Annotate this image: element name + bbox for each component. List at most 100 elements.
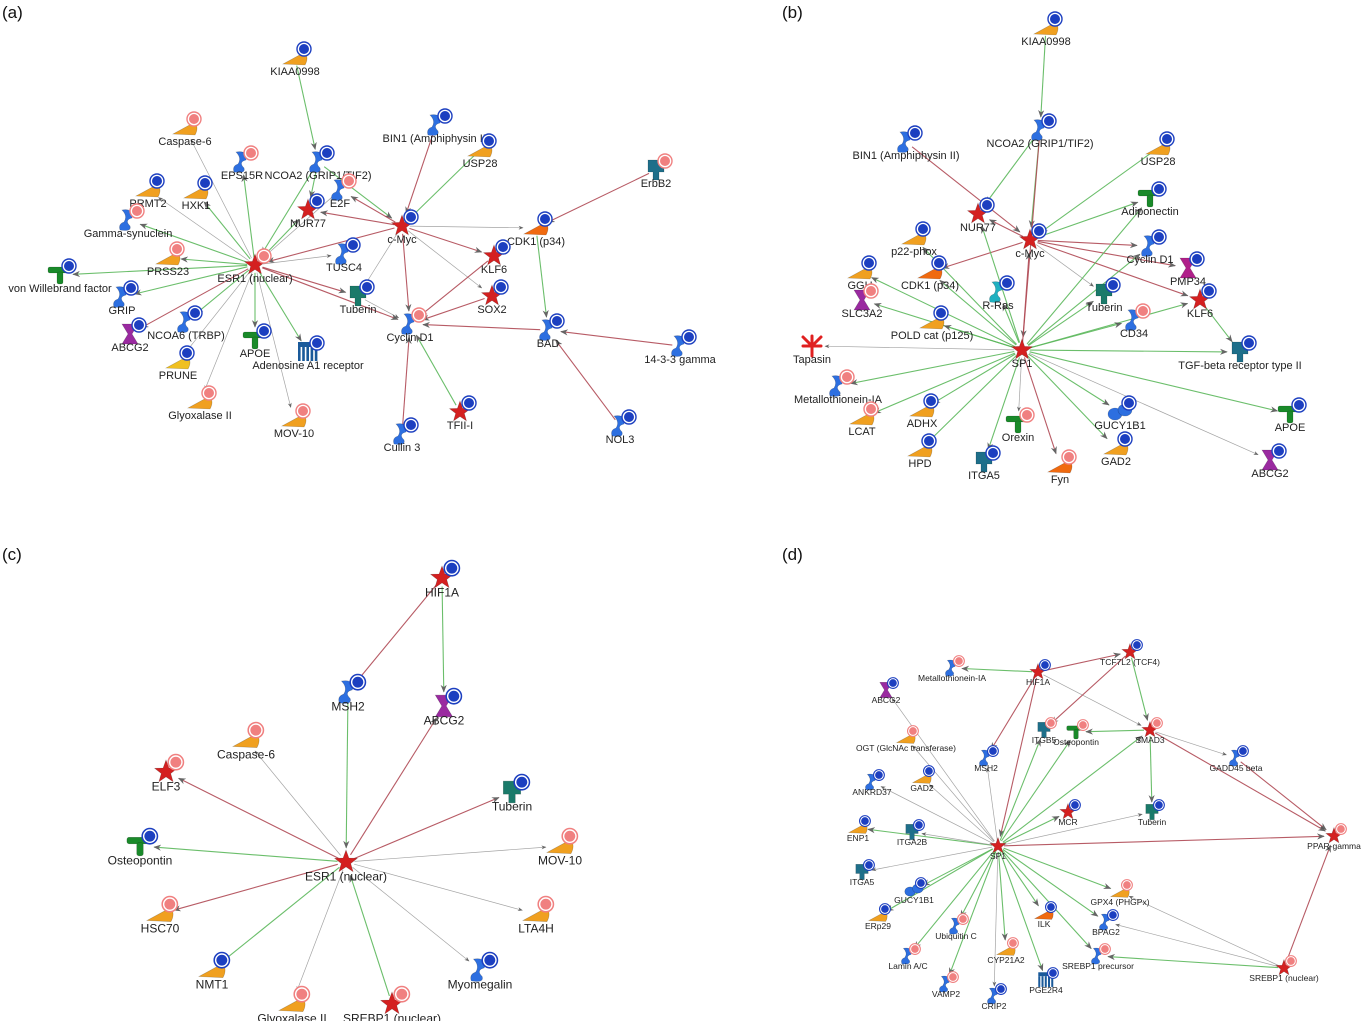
node-a-adenosine[interactable]: Adenosine A1 receptor [252, 335, 364, 372]
node-b-ggh[interactable]: GGH [846, 255, 877, 292]
node-b-orexin[interactable]: Orexin [1002, 407, 1035, 444]
node-a-erbb2[interactable]: ErbB2 [641, 153, 673, 190]
node-b-rras[interactable]: R-Ras [982, 275, 1015, 312]
node-a-klf6[interactable]: KLF6 [481, 239, 511, 276]
node-d-ilk[interactable]: ILK [1033, 901, 1057, 929]
node-a-cyclind1[interactable]: Cyclin D1 [386, 307, 434, 344]
node-b-adiponectin[interactable]: Adiponectin [1121, 181, 1179, 218]
node-a-tuberin[interactable]: Tuberin [340, 279, 377, 316]
node-b-usp28[interactable]: USP28 [1141, 131, 1176, 168]
node-a-bad[interactable]: BAD [537, 313, 565, 350]
node-b-klf6[interactable]: KLF6 [1187, 283, 1217, 320]
node-c-caspase-6[interactable]: Caspase-6 [217, 721, 275, 762]
node-c-mov-10[interactable]: MOV-10 [538, 827, 582, 868]
node-b-kiaa0998[interactable]: KIAA0998 [1021, 11, 1071, 48]
node-a-cmyc[interactable]: c-Myc [387, 209, 419, 246]
node-b-mt1a[interactable]: Metallothionein-IA [794, 369, 883, 406]
node-c-abcg2[interactable]: ABCG2 [424, 687, 465, 728]
node-a-eps15r[interactable]: EPS15R [221, 145, 263, 182]
node-c-esr1[interactable]: ESR1 (nuclear) [305, 849, 387, 884]
node-c-nmt1[interactable]: NMT1 [196, 951, 231, 992]
node-b-lcat[interactable]: LCAT [848, 401, 879, 438]
node-b-tgfb[interactable]: TGF-beta receptor type II [1178, 335, 1302, 372]
node-b-gad2[interactable]: GAD2 [1101, 431, 1133, 468]
node-d-abcg2[interactable]: ABCG2 [872, 677, 901, 705]
node-d-erp29[interactable]: ERp29 [865, 903, 891, 931]
node-d-itgb5[interactable]: ITGB5 [1032, 717, 1057, 745]
node-d-msh2[interactable]: MSH2 [974, 745, 999, 773]
node-d-sp1[interactable]: SP1 [989, 836, 1007, 862]
node-a-sox2[interactable]: SOX2 [477, 279, 509, 316]
node-d-smad3[interactable]: SMAD3 [1135, 717, 1165, 745]
node-d-osteopontin[interactable]: Osteopontin [1053, 719, 1099, 747]
node-b-fyn[interactable]: Fyn [1046, 449, 1077, 486]
node-a-glyoxalaseii[interactable]: Glyoxalase II [168, 385, 232, 422]
node-d-ogt[interactable]: OGT (GlcNAc transferase) [856, 725, 956, 753]
node-d-itga5[interactable]: ITGA5 [850, 859, 875, 887]
node-d-crip2[interactable]: CRIP2 [981, 983, 1007, 1011]
node-a-usp28[interactable]: USP28 [463, 133, 498, 170]
node-d-vamp2[interactable]: VAMP2 [932, 971, 960, 999]
node-b-itga5[interactable]: ITGA5 [968, 445, 1001, 482]
node-b-cdk1[interactable]: CDK1 (p34) [901, 255, 959, 292]
node-a-ncoa6[interactable]: NCOA6 (TRBP) [147, 305, 225, 342]
node-a-nol3[interactable]: NOL3 [606, 409, 637, 446]
node-a-mov-10[interactable]: MOV-10 [274, 403, 314, 440]
node-d-srebp1n[interactable]: SREBP1 (nuclear) [1249, 955, 1319, 983]
node-b-pold[interactable]: POLD cat (p125) [891, 305, 974, 342]
node-a-prmt2[interactable]: PRMT2 [129, 173, 167, 210]
node-d-mt1a[interactable]: Metallothionein-IA [918, 655, 986, 683]
node-d-cyp21a2[interactable]: CYP21A2 [987, 937, 1025, 965]
node-a-ncoa2[interactable]: NCOA2 (GRIP1/TIF2) [265, 145, 372, 182]
node-a-cullin3[interactable]: Cullin 3 [384, 417, 421, 454]
node-a-vwf[interactable]: von Willebrand factor [8, 258, 112, 295]
node-d-ubiquitinc[interactable]: Ubiquitin C [935, 913, 977, 941]
node-c-srebp1[interactable]: SREBP1 (nuclear) [343, 985, 441, 1021]
node-b-sp1[interactable]: SP1 [1010, 338, 1034, 370]
node-c-tuberin[interactable]: Tuberin [492, 773, 532, 814]
node-b-nur77[interactable]: NUR77 [960, 197, 996, 234]
node-b-cyclind1[interactable]: Cyclin D1 [1126, 229, 1174, 266]
node-a-gamma-synuclein[interactable]: Gamma-synuclein [84, 203, 173, 240]
node-a-prune[interactable]: PRUNE [159, 345, 198, 382]
node-b-cd34[interactable]: CD34 [1120, 303, 1151, 340]
node-b-tapasin[interactable]: Tapasin [793, 334, 831, 366]
node-b-abcg2[interactable]: ABCG2 [1251, 443, 1289, 480]
node-a-grip[interactable]: GRIP [109, 280, 139, 317]
node-a-cdk1[interactable]: CDK1 (p34) [507, 211, 565, 248]
node-a-esr1[interactable]: ESR1 (nuclear) [217, 248, 293, 285]
node-a-tfii-i[interactable]: TFII-I [447, 395, 477, 432]
node-b-pmp34[interactable]: PMP34 [1170, 251, 1206, 288]
node-d-pge2r4[interactable]: PGE2R4 [1029, 967, 1063, 995]
node-d-tuberin[interactable]: Tuberin [1138, 799, 1167, 827]
node-b-apoe[interactable]: APOE [1275, 397, 1307, 434]
node-d-ankrd37[interactable]: ANKRD37 [852, 769, 892, 797]
node-a-1433[interactable]: 14-3-3 gamma [644, 329, 717, 366]
node-c-osteopontin[interactable]: Osteopontin [108, 827, 173, 868]
node-d-bpag2[interactable]: BPAG2 [1092, 909, 1120, 937]
node-a-caspase-6[interactable]: Caspase-6 [158, 111, 212, 148]
node-b-cmyc[interactable]: c-Myc [1015, 223, 1047, 260]
node-d-mcr[interactable]: MCR [1058, 799, 1081, 827]
node-b-tuberin[interactable]: Tuberin [1086, 277, 1123, 314]
node-d-srebp1p[interactable]: SREBP1 precursor [1062, 943, 1134, 971]
node-c-myomegalin[interactable]: Myomegalin [448, 951, 513, 992]
node-a-prss23[interactable]: PRSS23 [147, 241, 189, 278]
node-a-nur77[interactable]: NUR77 [290, 193, 326, 230]
node-d-tcf7l2[interactable]: TCF7L2 (TCF4) [1100, 639, 1160, 667]
node-c-msh2[interactable]: MSH2 [331, 673, 367, 714]
node-a-tusc4[interactable]: TUSC4 [326, 237, 362, 274]
node-a-abcg2[interactable]: ABCG2 [111, 317, 149, 354]
node-d-laminac[interactable]: Lamin A/C [888, 943, 928, 971]
node-a-bin1[interactable]: BIN1 (Amphiphysin II) [383, 108, 490, 145]
node-d-gpx4[interactable]: GPX4 (PHGPx) [1090, 879, 1150, 907]
node-d-pparg[interactable]: PPAR-gamma [1307, 823, 1361, 851]
node-b-slc3a2[interactable]: SLC3A2 [842, 283, 883, 320]
node-b-bin1[interactable]: BIN1 (Amphiphysin II) [853, 125, 960, 162]
node-d-enp1[interactable]: ENP1 [847, 815, 871, 843]
node-c-hsc70[interactable]: HSC70 [141, 895, 180, 936]
node-d-gadd45[interactable]: GADD45 beta [1210, 745, 1263, 773]
node-b-ncoa2[interactable]: NCOA2 (GRIP1/TIF2) [987, 113, 1094, 150]
node-b-hpd[interactable]: HPD [906, 433, 937, 470]
node-a-hxk1[interactable]: HXK1 [182, 175, 213, 212]
